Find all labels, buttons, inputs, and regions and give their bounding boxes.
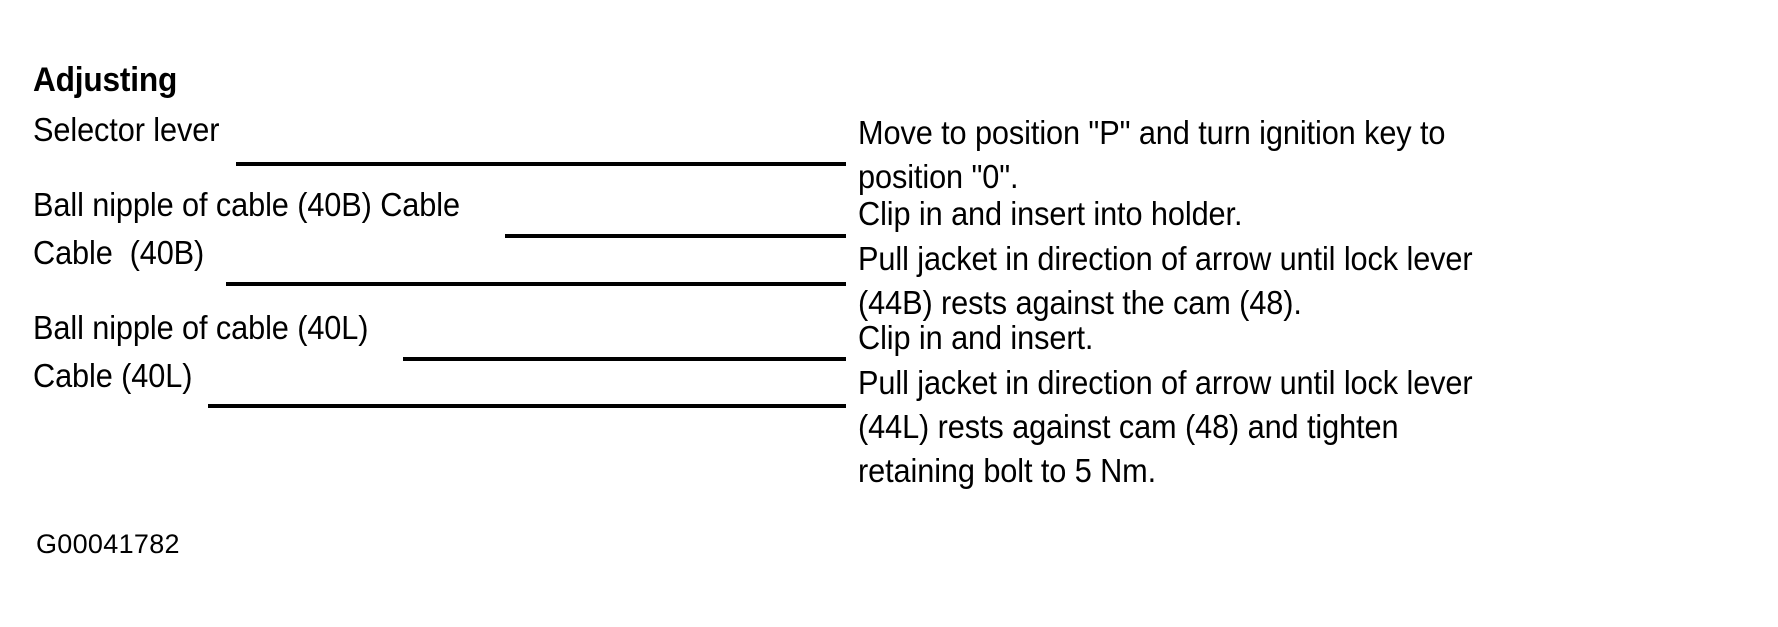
leader-line-row-2: [505, 234, 846, 238]
figure-reference-code: G00041782: [36, 529, 180, 559]
row-label-ball-nipple-40l: Ball nipple of cable (40L): [33, 309, 369, 346]
row-label-cable-40b: Cable (40B): [33, 234, 205, 271]
page-title: Adjusting: [33, 61, 178, 99]
leader-line-row-1: [236, 162, 846, 166]
leader-line-row-5: [208, 404, 846, 408]
row-instruction-cable-40b: Pull jacket in direction of arrow until …: [858, 240, 1473, 321]
row-label-cable-40l: Cable (40L): [33, 357, 193, 394]
leader-line-row-4: [403, 357, 846, 361]
leader-line-row-3: [226, 282, 846, 286]
row-instruction-cable-40l: Pull jacket in direction of arrow until …: [858, 364, 1473, 489]
row-label-ball-nipple-40b: Ball nipple of cable (40B) Cable: [33, 186, 460, 223]
row-label-selector-lever: Selector lever: [33, 111, 220, 148]
row-instruction-selector-lever: Move to position "P" and turn ignition k…: [858, 114, 1446, 195]
row-instruction-ball-nipple-40l: Clip in and insert.: [858, 319, 1094, 356]
row-instruction-ball-nipple-40b: Clip in and insert into holder.: [858, 195, 1243, 232]
